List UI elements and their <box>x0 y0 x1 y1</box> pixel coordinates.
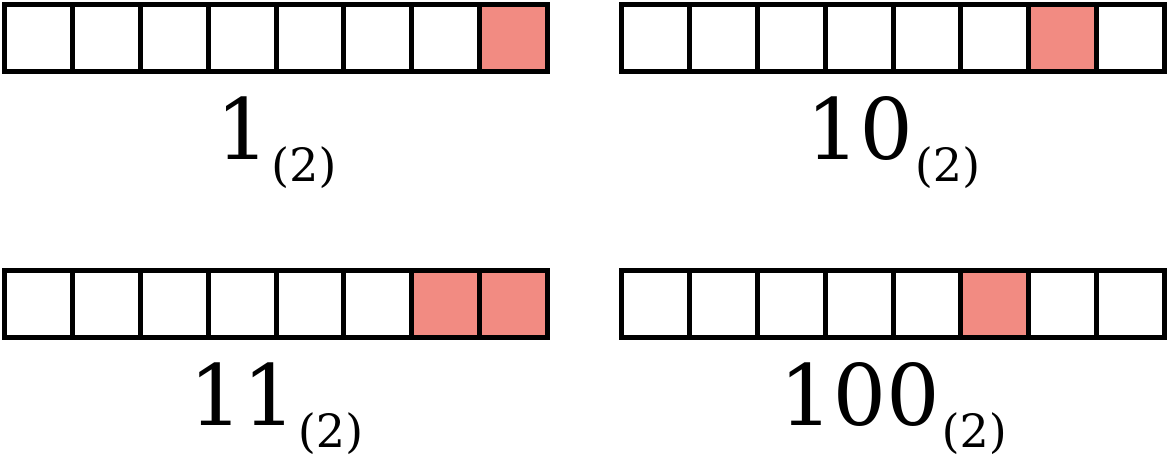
bit-cell-off <box>7 273 75 335</box>
binary-panel-1: 1(2) <box>2 2 550 188</box>
base-subscript: (2) <box>941 404 1007 458</box>
bit-cell-off <box>278 273 347 335</box>
bit-cell-off <box>142 7 211 69</box>
bit-cell-off <box>895 7 964 69</box>
bit-cell-off <box>278 7 347 69</box>
bit-cell-off <box>210 7 279 69</box>
bit-cell-on <box>482 7 545 69</box>
bit-cell-off <box>210 273 279 335</box>
bit-cell-off <box>74 273 143 335</box>
binary-label: 100(2) <box>619 354 1167 454</box>
bit-cell-off <box>414 7 483 69</box>
bit-cell-off <box>827 273 896 335</box>
binary-label: 11(2) <box>2 354 550 454</box>
binary-panel-4: 100(2) <box>619 268 1167 454</box>
bit-cell-off <box>142 273 211 335</box>
bit-cell-off <box>346 273 415 335</box>
binary-value: 11 <box>188 347 296 445</box>
bit-cell-off <box>691 273 760 335</box>
bit-cell-off <box>7 7 75 69</box>
bit-cell-off <box>691 7 760 69</box>
bit-cell-off <box>759 273 828 335</box>
base-subscript: (2) <box>297 404 364 458</box>
bit-cell-on <box>482 273 545 335</box>
base-subscript: (2) <box>271 138 337 192</box>
bit-cell-off <box>963 7 1032 69</box>
bit-cell-off <box>1099 273 1162 335</box>
binary-label: 1(2) <box>2 88 550 188</box>
bit-cell-off <box>624 273 692 335</box>
base-subscript: (2) <box>914 138 981 192</box>
bit-row <box>2 268 550 340</box>
bit-cell-off <box>74 7 143 69</box>
binary-label: 10(2) <box>619 88 1167 188</box>
bit-cell-off <box>759 7 828 69</box>
binary-value: 10 <box>805 81 913 179</box>
bit-row <box>619 2 1167 74</box>
bit-row <box>2 2 550 74</box>
bit-cell-off <box>346 7 415 69</box>
bit-row <box>619 268 1167 340</box>
bit-cell-on <box>963 273 1032 335</box>
bit-cell-off <box>1099 7 1162 69</box>
bit-cell-off <box>1031 273 1100 335</box>
binary-value: 100 <box>779 347 940 445</box>
binary-panel-3: 11(2) <box>2 268 550 454</box>
bit-cell-on <box>414 273 483 335</box>
bit-cell-off <box>895 273 964 335</box>
bit-cell-off <box>827 7 896 69</box>
binary-panel-2: 10(2) <box>619 2 1167 188</box>
bit-cell-off <box>624 7 692 69</box>
bit-cell-on <box>1031 7 1100 69</box>
binary-value: 1 <box>215 81 270 179</box>
